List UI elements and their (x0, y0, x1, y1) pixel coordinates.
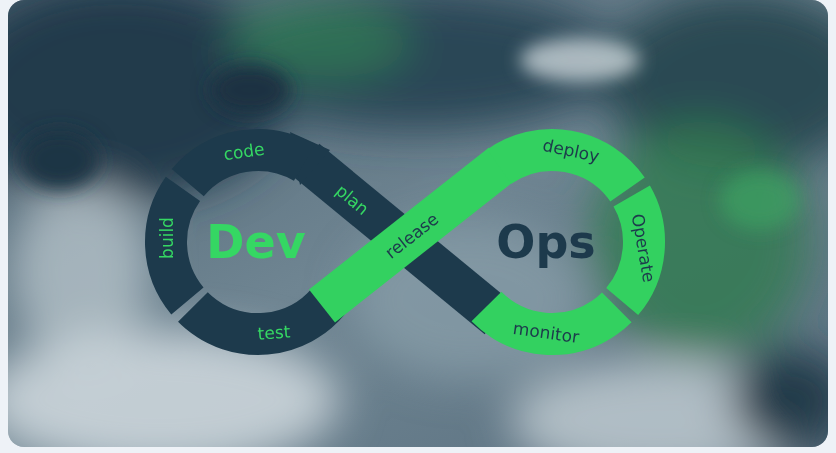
ops-ring (424, 114, 680, 370)
stage-label: test (257, 323, 291, 342)
stage-label: build (159, 217, 176, 259)
loop-title: Ops (496, 219, 595, 265)
watercolor-background (8, 0, 828, 447)
loop-title: Dev (206, 219, 305, 265)
release-band (322, 164, 502, 306)
dev-ring (128, 112, 387, 371)
